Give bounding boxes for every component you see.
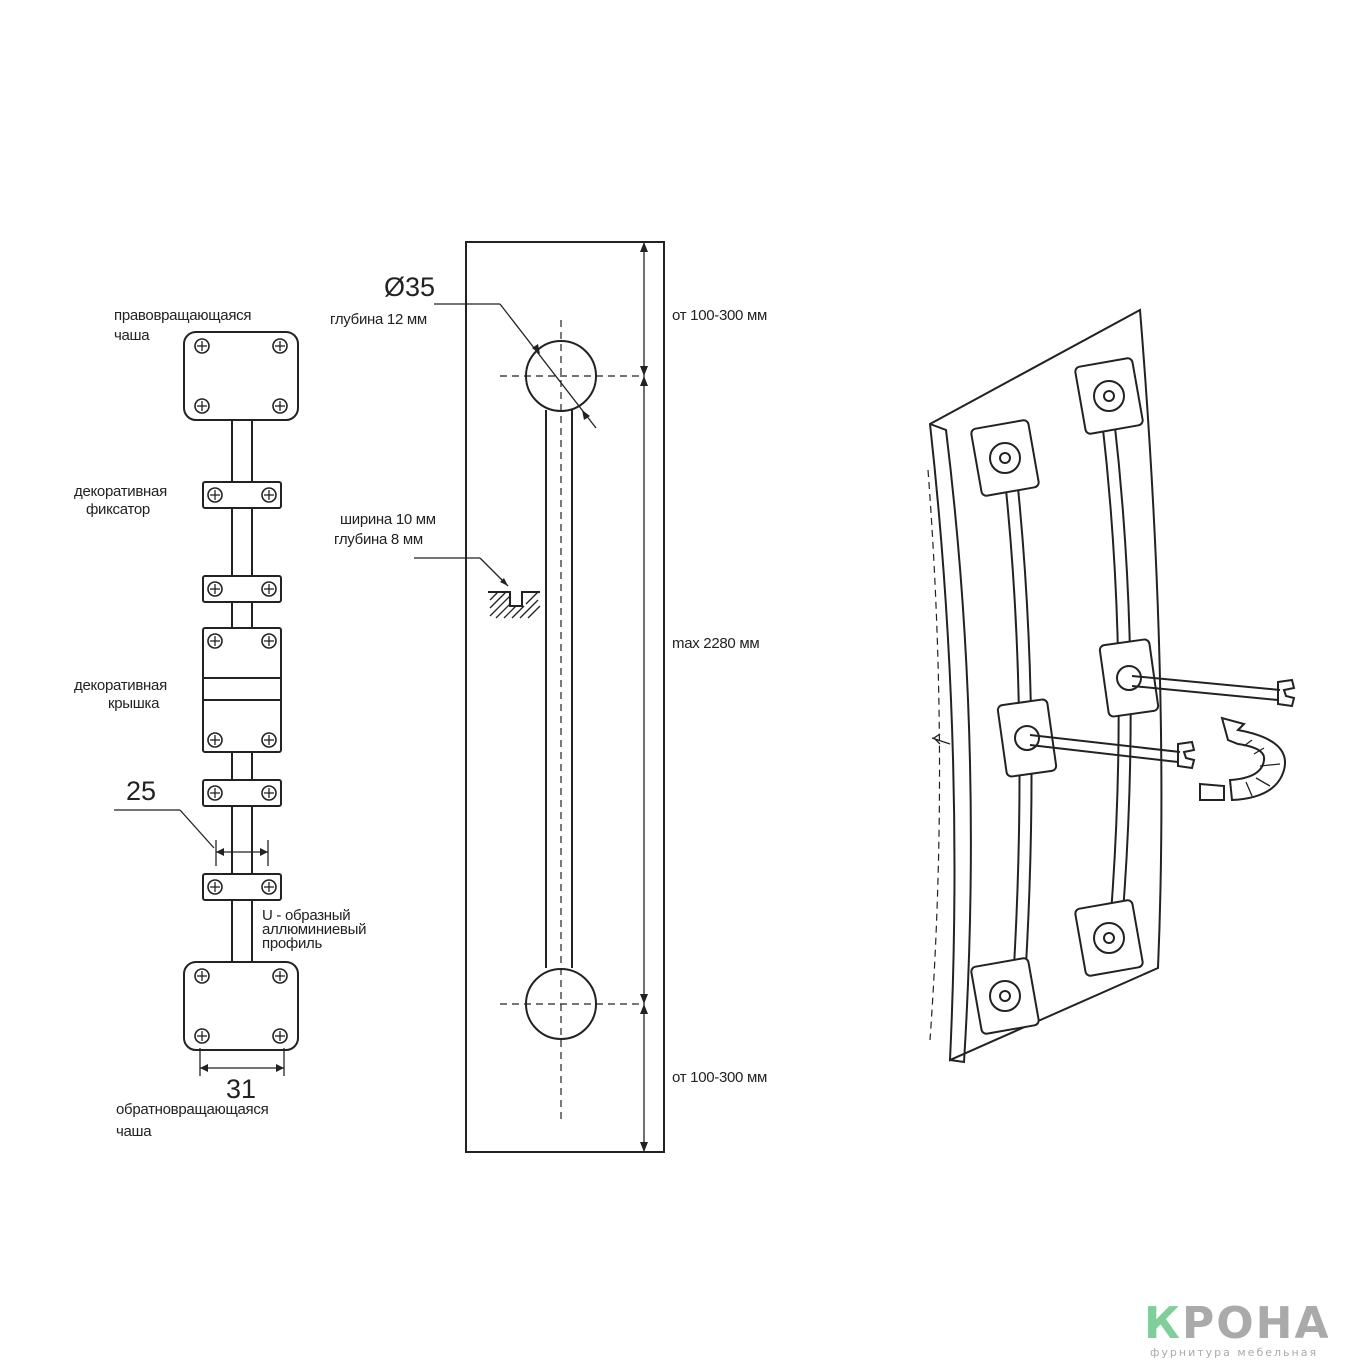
cup-bottom-left [970, 957, 1040, 1035]
fixator-clip [202, 575, 282, 603]
logo-subtitle: фурнитура мебельная [1150, 1346, 1318, 1359]
decorative-cover [202, 627, 282, 753]
label-reverse-cup-2: чаша [116, 1123, 152, 1140]
middle-door-drawing: Ø35 глубина 12 мм ширина 10 мм глубина 8… [330, 241, 767, 1153]
groove-width-label: ширина 10 мм [340, 511, 436, 528]
left-assembly-diagram: правовращающаяся чаша декоративная фикса… [74, 307, 366, 1140]
curved-door-edge [929, 423, 972, 1064]
krona-logo: КРОНА фурнитура мебельная [1144, 1298, 1331, 1359]
isometric-door-illustration [927, 308, 1296, 1064]
label-cover: декоративная [74, 677, 167, 694]
diameter-depth-label: глубина 12 мм [330, 311, 427, 328]
screw-icon [194, 398, 210, 414]
groove-section-detail [414, 557, 541, 619]
label-right-cup: правовращающаяся [114, 307, 251, 324]
curved-door-front [928, 308, 1163, 1062]
screw-icon [194, 338, 210, 354]
dimension-31-label: 31 [226, 1074, 256, 1104]
diameter-label: Ø35 [384, 272, 435, 302]
logo-text: КРОНА [1144, 1298, 1331, 1349]
label-fixator-2: фиксатор [86, 501, 150, 518]
wrench-icon [1131, 675, 1296, 708]
fixator-clip [202, 481, 282, 509]
logo-letter-k: К [1144, 1298, 1182, 1349]
groove-depth-label: глубина 8 мм [334, 531, 423, 548]
cup-mid-right [1098, 638, 1160, 718]
edge-arrow-icon [931, 733, 951, 745]
label-right-cup-2: чаша [114, 327, 150, 344]
label-profile-2: аллюминиевый [262, 921, 366, 938]
cup-top-right [1074, 357, 1144, 435]
logo-letter-rest: РОНА [1182, 1298, 1331, 1349]
dim-top-label: от 100-300 мм [672, 307, 767, 324]
door-hidden-edge [927, 469, 941, 1041]
bottom-cup-hole [500, 968, 640, 1040]
bottom-cup-plate [183, 961, 299, 1051]
fixator-clip [202, 873, 282, 901]
door-panel-outline [465, 241, 665, 1153]
screw-icon [272, 398, 288, 414]
top-cup-plate [183, 331, 299, 421]
dim-bottom-label: от 100-300 мм [672, 1069, 767, 1086]
dimension-31 [199, 1048, 285, 1076]
fixator-clip [202, 779, 282, 807]
label-cover-2: крышка [108, 695, 160, 712]
label-reverse-cup: обратновращающаяся [116, 1101, 269, 1118]
screw-icon [272, 338, 288, 354]
label-profile: U - образный [262, 907, 350, 924]
label-profile-3: профиль [262, 935, 322, 952]
cup-bottom-right [1074, 899, 1144, 977]
dimension-25 [114, 809, 269, 866]
cup-mid-left [996, 698, 1058, 778]
rotation-arrow-icon [1199, 716, 1287, 802]
top-cup-hole [500, 340, 640, 412]
dim-total-label: max 2280 мм [672, 635, 759, 652]
cup-top-left [970, 419, 1040, 497]
dimension-25-label: 25 [126, 776, 156, 806]
wrench-icon [1029, 734, 1196, 770]
label-fixator: декоративная [74, 483, 167, 500]
